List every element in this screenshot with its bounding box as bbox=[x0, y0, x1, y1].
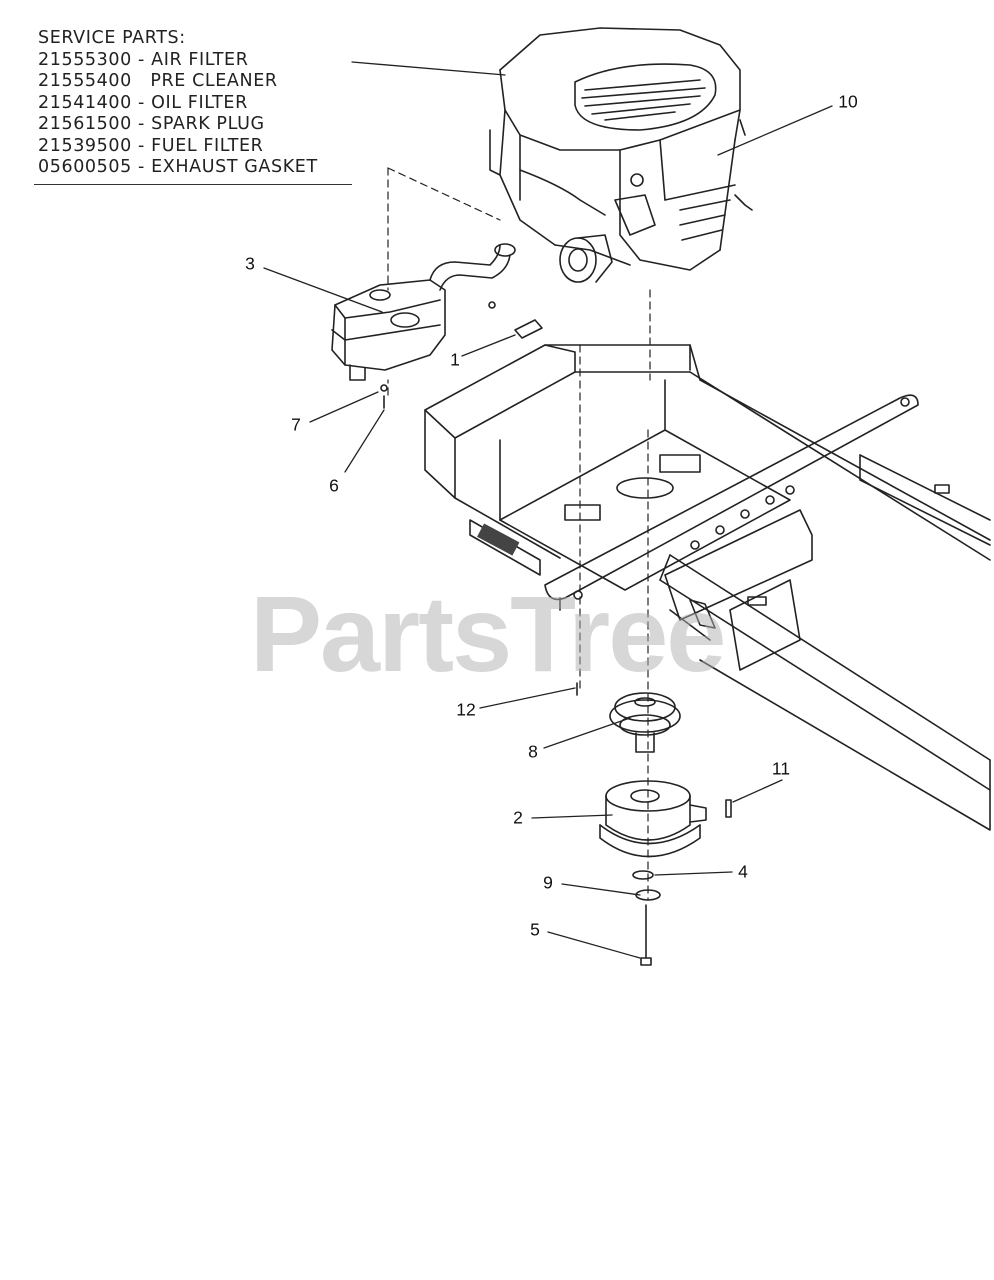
service-part-row: 21541400 - OIL FILTER bbox=[38, 93, 318, 115]
callout-3: 3 bbox=[245, 253, 255, 274]
part-number: 21541400 bbox=[38, 92, 132, 113]
service-parts-list: SERVICE PARTS: 21555300 - AIR FILTER 215… bbox=[38, 28, 318, 179]
part-name: EXHAUST GASKET bbox=[151, 157, 318, 177]
part-number: 21539500 bbox=[38, 135, 132, 156]
pulley bbox=[609, 692, 681, 753]
callout-6: 6 bbox=[329, 475, 339, 496]
callout-4: 4 bbox=[738, 861, 748, 882]
service-part-row: 21555300 - AIR FILTER bbox=[38, 50, 318, 72]
muffler bbox=[331, 243, 516, 381]
part-separator: - bbox=[131, 49, 152, 70]
part-name: OIL FILTER bbox=[151, 92, 248, 113]
part-name: FUEL FILTER bbox=[151, 135, 264, 156]
callout-9: 9 bbox=[543, 872, 553, 893]
small-hardware bbox=[380, 301, 732, 966]
leader-lines bbox=[263, 61, 833, 959]
assembly-guide-lines bbox=[387, 167, 651, 901]
service-part-row: 21561500 - SPARK PLUG bbox=[38, 114, 318, 136]
callout-12: 12 bbox=[456, 699, 476, 720]
callout-2: 2 bbox=[513, 807, 523, 828]
service-part-row: 21539500 - FUEL FILTER bbox=[38, 136, 318, 158]
part-number: 05600505 bbox=[38, 157, 132, 177]
part-name: SPARK PLUG bbox=[151, 114, 265, 134]
callout-11: 11 bbox=[771, 758, 791, 779]
part-number: 21555400 bbox=[38, 71, 132, 91]
service-parts-heading: SERVICE PARTS: bbox=[38, 28, 186, 48]
chassis-frame bbox=[424, 344, 991, 831]
part-separator: - bbox=[131, 92, 152, 113]
part-name: AIR FILTER bbox=[151, 49, 249, 70]
part-name: PRE CLEANER bbox=[150, 71, 278, 91]
service-part-row: 21555400 PRE CLEANER bbox=[38, 71, 318, 93]
part-separator: - bbox=[131, 157, 152, 177]
chassis-decal bbox=[477, 523, 520, 556]
callout-1: 1 bbox=[450, 349, 460, 370]
part-number: 21555300 bbox=[38, 49, 132, 70]
service-part-row: 05600505 - EXHAUST GASKET bbox=[38, 157, 318, 179]
electric-clutch bbox=[599, 780, 707, 858]
callout-8: 8 bbox=[528, 741, 538, 762]
part-separator: - bbox=[131, 114, 152, 134]
callout-10: 10 bbox=[838, 91, 858, 112]
callout-5: 5 bbox=[530, 919, 540, 940]
service-parts-divider bbox=[34, 184, 352, 185]
part-separator: - bbox=[131, 135, 152, 156]
callout-7: 7 bbox=[291, 414, 301, 435]
part-separator bbox=[132, 71, 151, 91]
part-number: 21561500 bbox=[38, 114, 132, 134]
engine bbox=[489, 27, 753, 283]
